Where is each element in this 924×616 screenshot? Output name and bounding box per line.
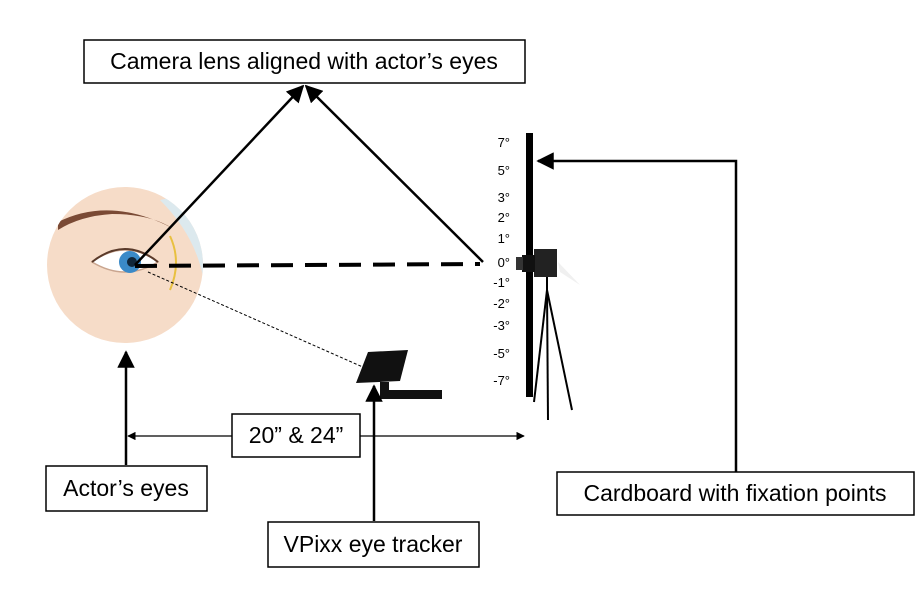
fixation-point-label: 3° <box>498 190 510 205</box>
fixation-point-label: 7° <box>498 135 510 150</box>
fixation-point-label: 1° <box>498 231 510 246</box>
camera-lens-label: Camera lens aligned with actor’s eyes <box>110 48 498 74</box>
fixation-point-labels: 7° 5° 3° 2° 1° 0° -1° -2° -3° -5° -7° <box>493 135 510 388</box>
camera-to-label-arrow <box>304 84 484 263</box>
fixation-point-label: -1° <box>493 275 510 290</box>
actor-eyes-label-box: Actor’s eyes <box>45 465 208 512</box>
tracker-gaze-line <box>147 271 366 369</box>
line-of-sight-dashed <box>134 262 481 268</box>
distance-label: 20” & 24” <box>249 422 344 448</box>
eyebrow-icon <box>58 210 172 230</box>
actor-eyes-label: Actor’s eyes <box>63 475 189 501</box>
camera-lens-label-box: Camera lens aligned with actor’s eyes <box>83 39 526 84</box>
fixation-point-label: -5° <box>493 346 510 361</box>
cardboard-pointer-arrow <box>536 152 738 472</box>
camera-icon <box>516 249 580 285</box>
fixation-point-label: 5° <box>498 163 510 178</box>
fixation-point-label: -3° <box>493 318 510 333</box>
cardboard-label-box: Cardboard with fixation points <box>556 471 915 516</box>
eye-tracker-label: VPixx eye tracker <box>284 531 463 557</box>
eye-tracker-icon <box>356 350 442 399</box>
eye-to-label-arrow <box>134 84 305 266</box>
fixation-point-label: 2° <box>498 210 510 225</box>
distance-label-box: 20” & 24” <box>231 413 361 458</box>
fixation-point-label: -7° <box>493 373 510 388</box>
fixation-point-label: 0° <box>498 255 510 270</box>
tripod-icon <box>533 277 573 421</box>
fixation-point-label: -2° <box>493 296 510 311</box>
eye-tracker-label-box: VPixx eye tracker <box>267 521 480 568</box>
cardboard-label: Cardboard with fixation points <box>584 480 887 506</box>
